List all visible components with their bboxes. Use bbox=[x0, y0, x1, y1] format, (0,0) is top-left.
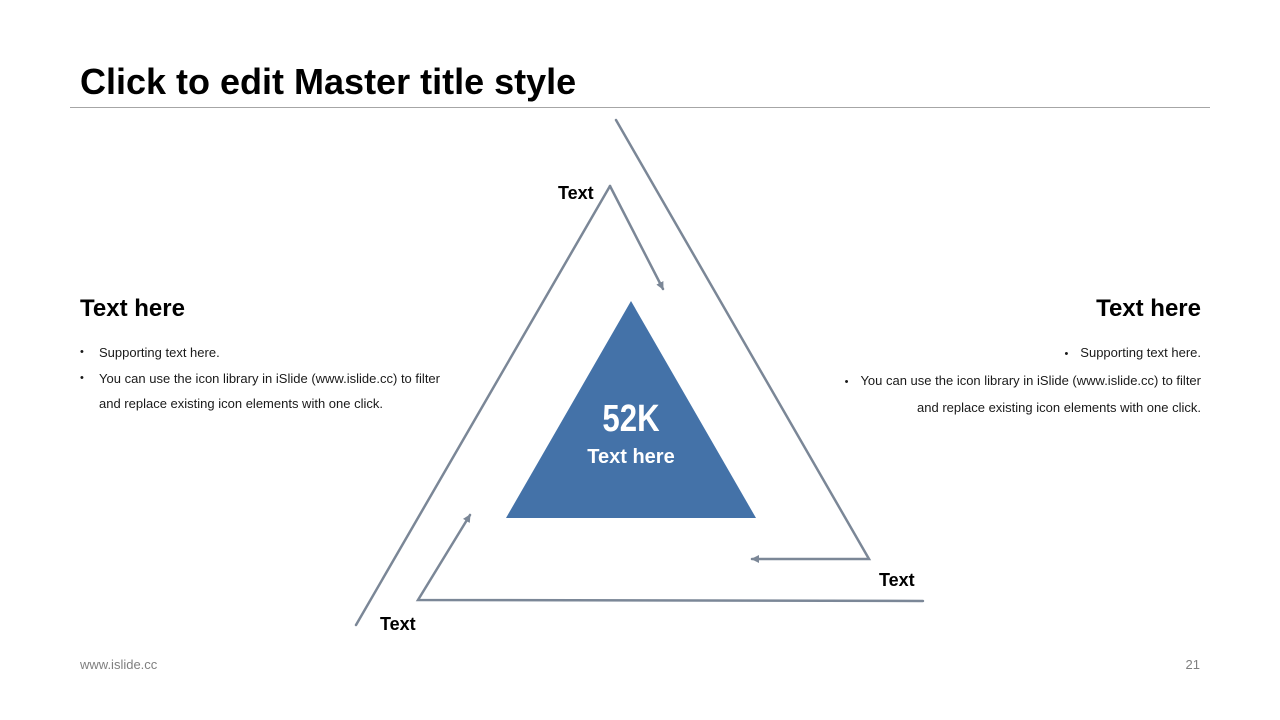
left-bullet-item: Supporting text here. bbox=[80, 340, 440, 366]
right-bullet-item: You can use the icon library in iSlide (… bbox=[841, 368, 1201, 421]
left-heading: Text here bbox=[80, 295, 185, 322]
left-text-block: Text here Supporting text here. You can … bbox=[80, 294, 440, 417]
label-bottom-right: Text bbox=[879, 570, 915, 590]
arrow-left-top bbox=[354, 184, 612, 627]
arrow-right-bottom bbox=[614, 118, 872, 563]
center-label: Text here bbox=[587, 446, 674, 468]
slide-title: Click to edit Master title style bbox=[80, 61, 577, 102]
left-bullet-item: You can use the icon library in iSlide (… bbox=[80, 366, 440, 417]
page-number: 21 bbox=[1185, 657, 1200, 672]
right-bullet-item: Supporting text here. bbox=[841, 340, 1201, 368]
arrow-top-right bbox=[608, 184, 665, 291]
arrow-bottom-left bbox=[415, 513, 925, 603]
footer-url: www.islide.cc bbox=[80, 657, 158, 672]
right-bullet-list: Supporting text here. You can use the ic… bbox=[841, 340, 1201, 421]
right-heading: Text here bbox=[1096, 295, 1201, 322]
label-top: Text bbox=[558, 183, 594, 203]
left-bullet-list: Supporting text here. You can use the ic… bbox=[80, 340, 440, 417]
label-bottom-left: Text bbox=[380, 614, 416, 634]
center-value: 52K bbox=[602, 398, 659, 440]
title-divider bbox=[70, 107, 1210, 108]
right-text-block: Text here Supporting text here. You can … bbox=[841, 294, 1201, 421]
center-triangle bbox=[506, 301, 756, 518]
